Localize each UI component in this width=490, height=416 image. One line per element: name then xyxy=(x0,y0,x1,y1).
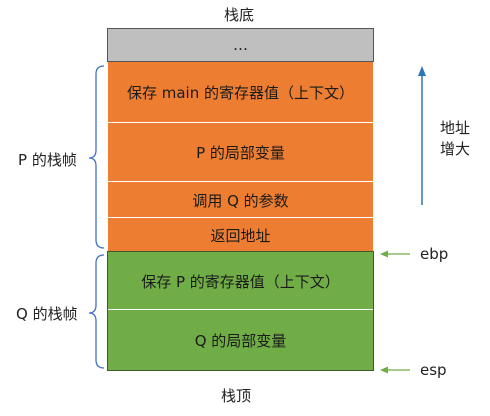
stack-bottom-label: 栈底 xyxy=(224,6,255,24)
stack-block-label: P 的局部变量 xyxy=(196,144,285,162)
block-divider xyxy=(107,217,374,218)
stack-block-label: Q 的局部变量 xyxy=(194,331,287,350)
block-divider xyxy=(107,309,374,310)
q-frame-label: Q 的栈帧 xyxy=(16,305,78,323)
block-divider xyxy=(107,122,374,123)
p-frame-label: P 的栈帧 xyxy=(18,151,77,169)
stack-block-p-saved-registers: 保存 P 的寄存器值（上下文） xyxy=(107,252,374,310)
stack-block-p-locals: P 的局部变量 xyxy=(107,123,374,182)
q-frame-brace xyxy=(88,254,105,369)
esp-label: esp xyxy=(420,361,447,379)
stack-block-main-saved-registers: 保存 main 的寄存器值（上下文） xyxy=(107,62,374,123)
stack-top-label: 栈顶 xyxy=(221,387,252,405)
stack-block-ellipsis-label: … xyxy=(233,36,248,54)
block-divider xyxy=(107,181,374,182)
ebp-label: ebp xyxy=(420,245,449,263)
stack-block-label: 调用 Q 的参数 xyxy=(192,191,289,210)
stack-block-q-arguments: 调用 Q 的参数 xyxy=(107,182,374,218)
stack-block-ellipsis: … xyxy=(107,28,374,62)
arrow-head-left-icon xyxy=(380,250,388,258)
arrow-head-up-icon xyxy=(418,66,426,76)
address-direction-label-line2: 增大 xyxy=(440,140,471,158)
stack-block-q-locals: Q 的局部变量 xyxy=(107,310,374,370)
stack-block-label: 保存 P 的寄存器值（上下文） xyxy=(141,272,340,291)
arrow-head-left-icon xyxy=(380,366,388,374)
p-frame-brace xyxy=(88,65,105,249)
stack-block-label: 保存 main 的寄存器值（上下文） xyxy=(126,84,354,102)
stack-block-return-address: 返回地址 xyxy=(107,218,374,252)
stack-block-label: 返回地址 xyxy=(210,226,271,245)
address-direction-label-line1: 地址 xyxy=(440,119,471,137)
